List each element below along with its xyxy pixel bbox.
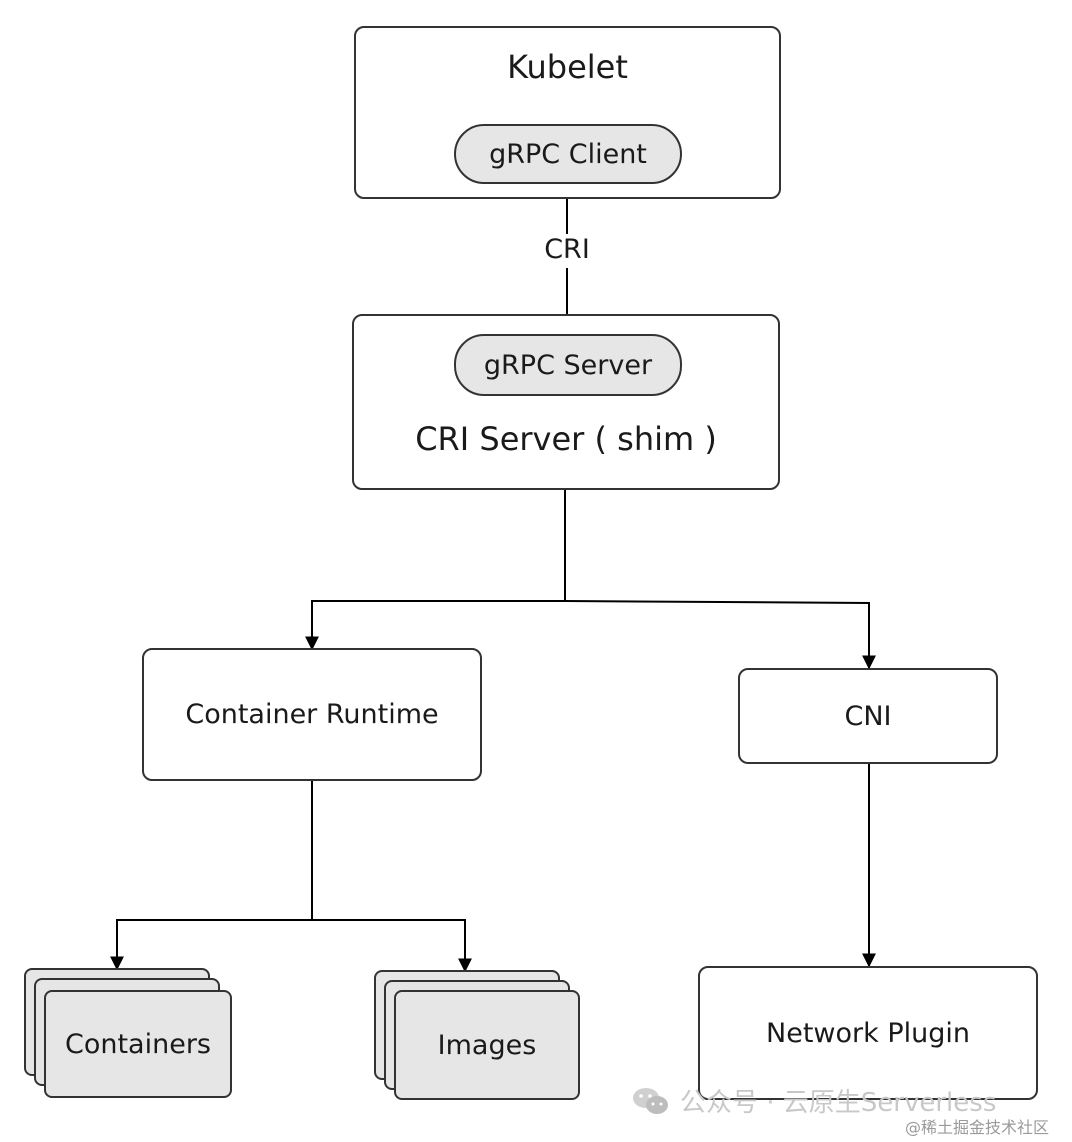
grpc-client-pill: gRPC Client <box>454 124 682 184</box>
runtime-to-containers-arrow <box>110 780 313 971</box>
kubelet-label: Kubelet <box>507 48 628 86</box>
containers-label: Containers <box>64 1028 211 1060</box>
grpc-server-pill: gRPC Server <box>454 334 682 396</box>
images-card-front: Images <box>394 990 580 1100</box>
runtime-to-images-arrow <box>312 919 472 973</box>
cri-server-label: CRI Server ( shim ) <box>415 420 717 458</box>
wechat-icon <box>632 1086 670 1116</box>
watermark-site: @稀土掘金技术社区 <box>905 1118 1050 1137</box>
container-runtime-label: Container Runtime <box>185 699 439 730</box>
network-plugin-box: Network Plugin <box>698 966 1038 1100</box>
container-runtime-box: Container Runtime <box>142 648 482 781</box>
cri-server-to-cni-arrow <box>564 600 876 670</box>
images-label: Images <box>437 1029 537 1061</box>
network-plugin-label: Network Plugin <box>766 1017 970 1049</box>
cri-edge-label: CRI <box>527 234 607 265</box>
cni-box: CNI <box>738 668 998 764</box>
cri-server-to-runtime-arrow <box>305 488 566 651</box>
containers-card-front: Containers <box>44 990 232 1098</box>
cni-label: CNI <box>844 700 892 732</box>
watermark-account: 公众号 · 云原生Serverless <box>680 1088 997 1118</box>
